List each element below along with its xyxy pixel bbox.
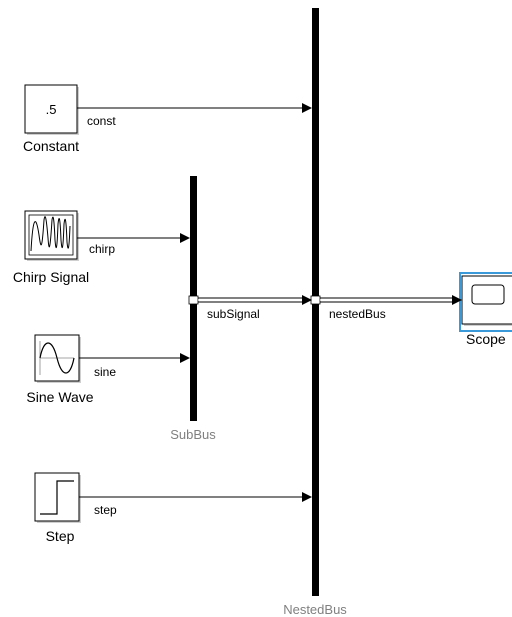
signal-sine[interactable]: [79, 353, 190, 363]
arrowhead: [302, 295, 312, 305]
subbus-output-port: [188, 295, 199, 305]
constant-block-name[interactable]: Constant: [23, 138, 79, 154]
signal-chirp[interactable]: [77, 233, 190, 243]
sine-wave-block-name[interactable]: Sine Wave: [26, 389, 93, 405]
bus-signal-nestedbus[interactable]: [320, 295, 462, 305]
arrowhead: [180, 353, 190, 363]
signal-const-label[interactable]: const: [87, 114, 116, 128]
constant-value: .5: [46, 102, 57, 117]
signal-step[interactable]: [79, 492, 312, 502]
bus-signal-subsignal-label[interactable]: subSignal: [207, 307, 260, 321]
chirp-waveform-icon: [30, 216, 71, 252]
arrowhead: [452, 295, 462, 305]
signal-sine-label[interactable]: sine: [94, 365, 116, 379]
scope-block[interactable]: [459, 272, 512, 332]
nestedbus-name[interactable]: NestedBus: [283, 602, 347, 617]
arrowhead: [302, 492, 312, 502]
step-block[interactable]: [34, 472, 81, 523]
scope-screen-icon: [471, 284, 505, 305]
step-function-icon: [40, 480, 74, 515]
constant-block[interactable]: .5: [24, 84, 79, 135]
scope-block-name[interactable]: Scope: [466, 331, 506, 347]
sine-wave-block[interactable]: [34, 334, 81, 383]
arrowhead: [180, 233, 190, 243]
chirp-plot-frame: [28, 214, 74, 256]
bus-signal-subsignal[interactable]: [198, 295, 312, 305]
arrowhead: [302, 103, 312, 113]
bus-signal-nestedbus-label[interactable]: nestedBus: [329, 307, 386, 321]
nestedbus-output-port: [310, 295, 321, 305]
chirp-signal-block-name[interactable]: Chirp Signal: [13, 269, 89, 285]
sine-wave-icon: [39, 342, 75, 374]
chirp-signal-block[interactable]: [24, 210, 79, 261]
subbus-name[interactable]: SubBus: [170, 427, 216, 442]
signal-const[interactable]: [77, 103, 312, 113]
scope-selection-highlight: [459, 272, 512, 332]
signal-step-label[interactable]: step: [94, 503, 117, 517]
step-block-name[interactable]: Step: [46, 528, 75, 544]
signal-chirp-label[interactable]: chirp: [89, 242, 115, 256]
